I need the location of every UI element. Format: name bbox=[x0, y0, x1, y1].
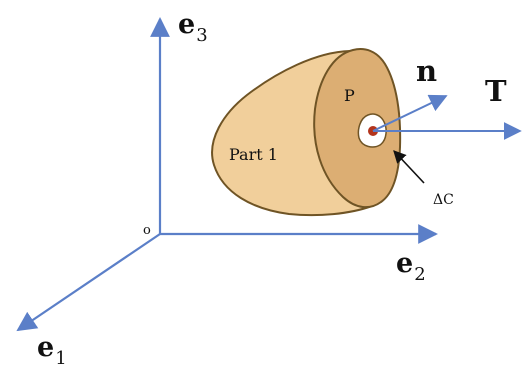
point-label: P bbox=[344, 86, 355, 105]
e1-label-sub: 1 bbox=[55, 348, 66, 369]
cut-face bbox=[313, 48, 402, 209]
area-label: ΔC bbox=[433, 192, 454, 208]
delta-c-pointer bbox=[393, 150, 425, 184]
part-label: Part 1 bbox=[229, 145, 278, 164]
e3-label-sub: 3 bbox=[196, 25, 207, 46]
e3-label-base: e bbox=[178, 9, 195, 40]
e2-label: e2 bbox=[396, 248, 426, 285]
e3-label: e3 bbox=[178, 9, 208, 46]
origin-label: o bbox=[143, 223, 151, 238]
e1-axis bbox=[16, 233, 161, 332]
e2-label-base: e bbox=[396, 248, 413, 279]
e1-label: e1 bbox=[37, 332, 67, 369]
e2-label-sub: 2 bbox=[414, 264, 425, 285]
normal-label: n bbox=[416, 54, 437, 88]
normal-vector bbox=[372, 94, 448, 132]
traction-label: T bbox=[485, 74, 507, 108]
e1-label-base: e bbox=[37, 332, 54, 363]
